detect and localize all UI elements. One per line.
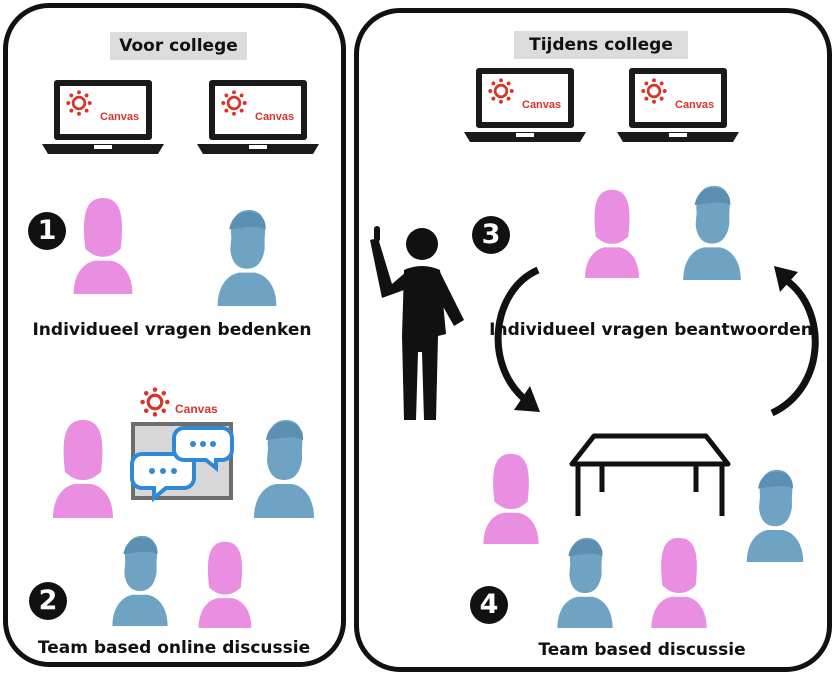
step2-caption: Team based online discussie: [37, 638, 311, 658]
male-person-icon: [112, 535, 168, 626]
step-number-2: 2: [29, 582, 67, 620]
panel-title-during: Tijdens college: [514, 31, 688, 59]
cycle-arrow-icon: [494, 266, 540, 412]
canvas-logo-icon: Canvas: [140, 387, 218, 417]
female-person-icon: [651, 537, 707, 628]
panel-title-before: Voor college: [110, 32, 247, 60]
step-number-3: 3: [472, 216, 510, 254]
male-person-icon: [557, 537, 613, 628]
canvas-logo-text: Canvas: [675, 99, 714, 111]
canvas-logo-text: Canvas: [100, 111, 139, 123]
female-person-icon: [198, 541, 252, 628]
male-person-icon: [254, 420, 314, 518]
laptop-icon: Canvas: [197, 78, 319, 156]
male-person-icon: [217, 209, 277, 306]
canvas-logo-text: Canvas: [255, 111, 294, 123]
cycle-arrow-icon: [770, 266, 819, 417]
male-person-icon: [683, 185, 741, 280]
panel-before-class: [3, 3, 346, 667]
laptop-icon: Canvas: [42, 78, 164, 156]
teacher-icon: [370, 226, 464, 420]
panel-during-class: [354, 8, 832, 672]
female-person-icon: [53, 420, 113, 518]
step-number-1: 1: [28, 212, 66, 250]
canvas-logo-text: Canvas: [522, 99, 561, 111]
step3-caption: Individueel vragen beantwoorden: [489, 320, 813, 340]
step-number-4: 4: [470, 586, 508, 624]
step1-caption: Individueel vragen bedenken: [32, 320, 312, 340]
female-person-icon: [73, 197, 133, 294]
step4-caption: Team based discussie: [538, 640, 746, 660]
female-person-icon: [585, 189, 639, 278]
female-person-icon: [483, 453, 539, 544]
laptop-icon: Canvas: [464, 66, 586, 144]
male-person-icon: [746, 469, 804, 562]
canvas-logo-text: Canvas: [175, 402, 218, 416]
table-icon: [569, 433, 731, 516]
laptop-icon: Canvas: [617, 66, 739, 144]
chat-bubbles-icon: [130, 422, 234, 503]
